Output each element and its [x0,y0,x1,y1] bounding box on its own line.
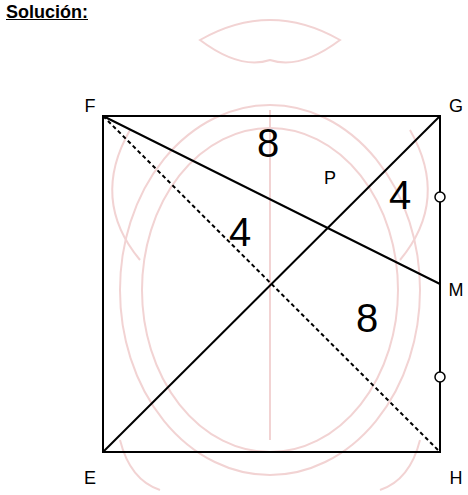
vertex-label: E [84,469,96,487]
diagonal-fh [103,116,440,452]
area-number: 8 [257,123,279,163]
area-number: 4 [389,175,411,215]
diagonal-eg [103,116,440,452]
square-efgh [103,116,440,452]
area-number: 4 [229,212,251,252]
segment-fm [103,116,440,284]
equal-mark [435,192,445,202]
solution-heading: Solución: [6,3,88,21]
point-label: M [449,281,464,299]
vertex-label: F [85,97,96,115]
equal-mark [435,372,445,382]
point-label: P [324,169,336,187]
vertex-label: H [450,469,463,487]
vertex-label: G [449,97,463,115]
area-number: 8 [356,298,378,338]
